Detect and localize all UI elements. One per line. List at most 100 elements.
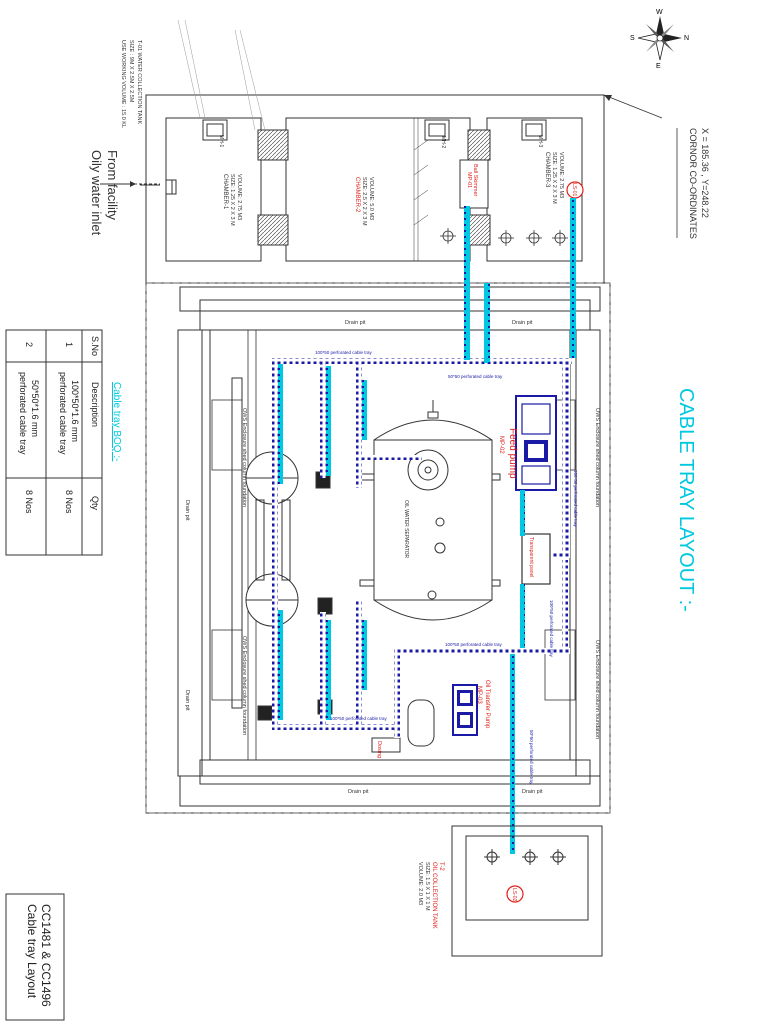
feed-pump-mp02 (515, 395, 557, 491)
mh-3-label: MH-3 (537, 135, 543, 147)
shed-label-bl: OWS Enclosure shed column foundation (241, 636, 247, 735)
t2-name: OIL COLLECTION TANK (431, 862, 437, 929)
ls01-label: LS-01 (571, 183, 577, 197)
tray-label-100a: 100*50 perforated cable tray (315, 350, 373, 355)
tray-label-100d: 100*50 perforated cable tray (330, 716, 388, 721)
boq-col-sno: S.No (90, 336, 100, 356)
chamber-1-label: CHAMBER-1 SIZE: 1.25 X 2 X 3 M VOLUME: 2… (222, 174, 242, 226)
drain-pit-6: Drain pit (522, 789, 543, 795)
shed-label-tl: OWS Enclosure shed column foundation (241, 408, 247, 507)
tank-note-line1: T-01 WATER COLLECTION TANK (136, 40, 142, 124)
boq-col-qty: Qty (90, 496, 100, 511)
dosing-unit: Dosing (371, 699, 435, 758)
boq-row1-qty: 8 Nos (64, 490, 74, 514)
chamber-3-volume: VOLUME: 2.75 M3 (558, 152, 564, 198)
boq-row-1: 1 100*50*1.6 mm perforated cable tray 8 … (58, 342, 80, 514)
drawing-ref: CC1481 & CC1496 Cable tray Layout (25, 904, 53, 1007)
mp02-name: Feed pump (507, 428, 518, 479)
mp01-name: Ball Skimmer (472, 164, 478, 197)
cable-routes (278, 198, 576, 854)
compass-rose: W N E S (630, 9, 689, 70)
chamber-1-name: CHAMBER-1 (222, 174, 228, 210)
oily-water-inlet: Oily water inlet From facility (89, 150, 120, 236)
filter-tanks (245, 451, 333, 721)
site-boundary-dashed (145, 282, 611, 814)
chamber-2-size: SIZE: 2.5 X 2 X 3 M (361, 177, 367, 226)
shed-foundations (211, 399, 576, 701)
feed-pump-label: MP-02 Feed pump (498, 428, 518, 479)
corner-coords: X = 185.36 , Y=248.22 (700, 128, 710, 218)
boq-heading: Cable tray BOQ :- (111, 382, 122, 461)
mp02-tag: MP-02 (498, 436, 504, 454)
mp03-tag: MP-03 (476, 686, 482, 704)
dosing-label: Dosing (376, 741, 382, 758)
boq-row-2: 2 50*50*1.6 mm perforated cable tray 8 N… (18, 342, 40, 514)
boq-table (5, 329, 103, 556)
boq-row2-desc1: 50*50*1.6 mm (30, 380, 40, 437)
corner-coordinates: CORNOR CO-ORDINATES X = 185.36 , Y=248.2… (603, 94, 710, 239)
boq-row1-sno: 1 (64, 342, 74, 347)
t2-tag: T-2 (438, 862, 444, 871)
level-switch-ls01: LS-01 (566, 181, 584, 199)
drawing-ref-line1: CC1481 & CC1496 (39, 904, 53, 1007)
chamber-1-size: SIZE: 1.25 X 2 X 3 M (229, 174, 235, 226)
ls02-label: LS-02 (511, 888, 517, 902)
chamber-2-name: CHAMBER-2 (354, 177, 360, 213)
chamber-3-valves (440, 228, 568, 246)
boq-row2-sno: 2 (24, 342, 34, 347)
tray-label-50a: 50*50 perforated cable tray (448, 374, 503, 379)
chamber-3-size: SIZE: 1.25 X 2 X 3 M (551, 152, 557, 204)
oil-water-separator (359, 400, 501, 621)
compass-s: S (630, 35, 635, 42)
t2-volume: VOLUME: 2.0 M3 (417, 862, 423, 905)
tray-label-100c: 100*50 perforated cable tray (445, 642, 503, 647)
level-switch-ls02: LS-02 (506, 885, 524, 903)
transparent-panel-label: Transparent panel (528, 537, 534, 577)
mh-2-label: MH-2 (440, 136, 446, 148)
drain-pit-1: Drain pit (345, 320, 366, 326)
drawing-title: CABLE TRAY LAYOUT :- (675, 388, 697, 612)
shed-label-br: OWS Enclosure shed column foundation (594, 640, 600, 739)
drain-pit-5: Drain pit (348, 789, 369, 795)
drawing-ref-line2: Cable tray Layout (25, 904, 39, 999)
mp01-tag: MP-01 (466, 172, 472, 188)
oil-collection-tank-t2 (451, 825, 603, 957)
chamber-3-label: CHAMBER-3 SIZE: 1.25 X 2 X 3 M VOLUME: 2… (544, 152, 564, 204)
boq-row2-desc2: perforated cable tray (18, 372, 28, 455)
drain-pit-2: Drain pit (512, 320, 533, 326)
mh-1-label: MH-1 (218, 135, 224, 147)
chamber-3-name: CHAMBER-3 (544, 152, 550, 188)
chamber-2-weir (413, 118, 429, 261)
oil-transfer-pump-label: MP-03 Oil Transfer Pump (476, 680, 490, 729)
boq-col-desc: Description (90, 382, 100, 427)
corner-label: CORNOR CO-ORDINATES (688, 128, 698, 239)
tank-note: T-01 WATER COLLECTION TANK SIZE : 9M X 2… (120, 40, 142, 128)
shed-label-tr: OWS Enclosure shed column foundation (594, 408, 600, 507)
tray-label-100e: 100*50 perforated cable tray (549, 600, 554, 658)
drawing-ref-box (5, 893, 65, 1021)
inlet-line2: From facility (105, 150, 120, 221)
chamber-1-volume: VOLUME: 2.75 M3 (236, 174, 242, 220)
t2-size: SIZE: 1.5 X 1 X 1 M (424, 862, 430, 911)
transparent-panel: Transparent panel (521, 533, 551, 585)
leader-lines-top (177, 19, 266, 131)
ball-skimmer-mp01: MP-01 Ball Skimmer (459, 159, 489, 209)
cable-tray-100x50 (272, 358, 572, 738)
boq-row1-desc2: perforated cable tray (58, 372, 68, 455)
drain-pit-3: Drain pit (184, 500, 190, 521)
t2-label: T-2 OIL COLLECTION TANK SIZE: 1.5 X 1 X … (417, 862, 444, 929)
compass-e: E (656, 63, 661, 70)
inlet-line1: Oily water inlet (89, 150, 104, 236)
chamber-2-label: CHAMBER-2 SIZE: 2.5 X 2 X 3 M VOLUME: 5.… (354, 177, 374, 226)
compass-n: N (684, 35, 689, 42)
boq-row1-desc1: 100*50*1.6 mm (70, 380, 80, 442)
tray-label-100b: 100*50 perforated cable tray (573, 470, 578, 528)
mp03-name: Oil Transfer Pump (484, 680, 490, 729)
drain-pit-4: Drain pit (184, 690, 190, 711)
compass-w: W (656, 9, 663, 16)
boq-row2-qty: 8 Nos (24, 490, 34, 514)
separator-label: OIL WATER SEPARATOR (403, 500, 409, 559)
oil-transfer-pump-mp03 (452, 684, 478, 736)
tank-note-line2: SIZE : 9M X 2.5M X 2.5M (128, 40, 134, 103)
